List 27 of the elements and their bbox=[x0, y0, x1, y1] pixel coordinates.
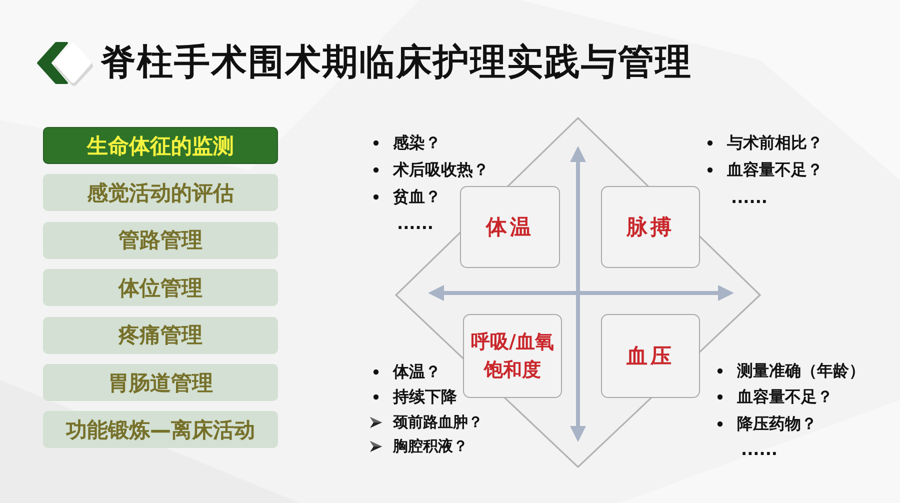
bullet-text: 降压药物？ bbox=[737, 414, 817, 434]
menu-item: 胃肠道管理 bbox=[43, 364, 278, 401]
ellipsis-text: ...... bbox=[397, 214, 434, 234]
menu-item: 体位管理 bbox=[43, 269, 278, 306]
vital-sign-box: 脉搏 bbox=[601, 186, 700, 268]
menu-item: 管路管理 bbox=[43, 222, 278, 259]
bullet-text: 体温？ bbox=[393, 362, 441, 382]
ellipsis-text: ...... bbox=[741, 440, 778, 460]
bullet-text: 血容量不足？ bbox=[737, 387, 833, 407]
bullet-text: 贫血？ bbox=[393, 187, 441, 207]
bullet-text: 血容量不足？ bbox=[727, 160, 823, 180]
bullet-text: 感染？ bbox=[393, 133, 441, 153]
bullet-text: 颈前路血肿？ bbox=[393, 412, 483, 432]
vital-sign-box: 血压 bbox=[601, 314, 700, 398]
selected-menu-item: 生命体征的监测 bbox=[43, 127, 278, 164]
vital-sign-box: 呼吸/血氧饱和度 bbox=[463, 314, 562, 398]
bullet-text: 术后吸收热？ bbox=[393, 160, 489, 180]
bullet-text: 胸腔积液？ bbox=[393, 436, 468, 456]
bullet-text: 测量准确（年龄） bbox=[737, 361, 865, 381]
bullet-text: 持续下降 bbox=[393, 387, 457, 407]
menu-item: 疼痛管理 bbox=[43, 316, 278, 354]
vital-sign-box: 体温 bbox=[460, 186, 560, 268]
menu-item: 功能锻炼—离床活动 bbox=[43, 411, 278, 448]
bullet-text: 与术前相比？ bbox=[727, 133, 823, 153]
menu-item: 感觉活动的评估 bbox=[43, 174, 278, 212]
ellipsis-text: ...... bbox=[731, 188, 768, 208]
slide-title: 脊柱手术围术期临床护理实践与管理 bbox=[100, 41, 692, 85]
